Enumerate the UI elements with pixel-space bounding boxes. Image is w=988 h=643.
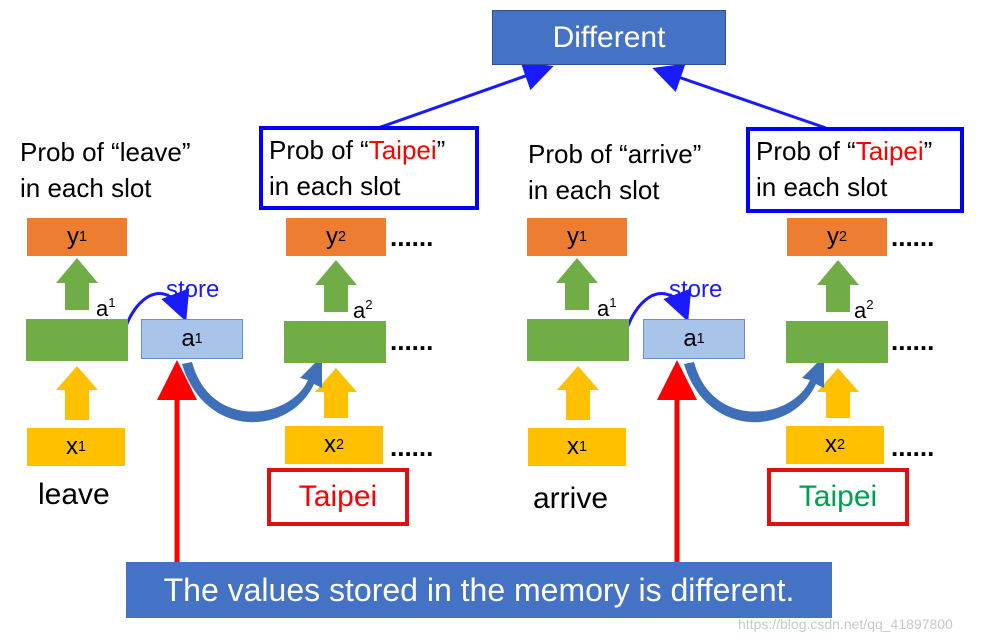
a2-label-right: a2	[854, 296, 874, 323]
prob-arrive-label: Prob of “arrive” in each slot	[528, 139, 702, 205]
store-arrow-right	[626, 288, 692, 327]
dots-y-right: ......	[891, 222, 935, 252]
a1-label-right: a1	[597, 294, 617, 321]
yellow-up-arrow-right-2	[817, 368, 859, 418]
word-arrive: arrive	[533, 482, 609, 515]
dots-y-left: ......	[390, 222, 434, 252]
memory-caption-box: The values stored in the memory is diffe…	[126, 562, 832, 618]
green-up-arrow-left-1	[56, 258, 98, 310]
dots-x-right: ......	[891, 432, 935, 462]
store-label-right: store	[669, 276, 723, 303]
arrow-left-to-different	[377, 61, 554, 130]
yellow-up-arrow-left-1	[56, 366, 98, 420]
a1-label-left: a1	[96, 294, 116, 321]
different-label: Different	[552, 20, 666, 54]
prob-taipei-box-left: Prob of “Taipei” in each slot	[259, 126, 479, 210]
memory-to-hidden-arrow-right	[684, 356, 824, 423]
green-up-arrow-right-2	[817, 260, 859, 312]
prob-taipei-box-right: Prob of “Taipei” in each slot	[746, 127, 964, 213]
arrow-right-to-different	[652, 63, 827, 130]
dots-x-left: ......	[390, 432, 434, 462]
a2-label-left: a2	[353, 296, 373, 323]
yellow-up-arrow-left-2	[315, 368, 357, 418]
yellow-up-arrow-right-1	[557, 366, 599, 420]
store-arrow-left	[124, 288, 190, 327]
different-box: Different	[492, 10, 726, 65]
word-taipei-box-right: Taipei	[767, 468, 909, 526]
hidden-layer-2-right	[786, 321, 888, 363]
green-up-arrow-left-2	[315, 260, 357, 312]
hidden-layer-1-right	[527, 319, 629, 361]
green-up-arrow-right-1	[556, 258, 598, 310]
watermark: https://blog.csdn.net/qq_41897800	[738, 616, 953, 632]
prob-leave-label: Prob of “leave” in each slot	[20, 137, 191, 203]
word-taipei-box-left: Taipei	[267, 468, 409, 526]
word-leave: leave	[38, 478, 110, 511]
store-label-left: store	[166, 276, 220, 303]
memory-caption: The values stored in the memory is diffe…	[163, 571, 795, 608]
dots-hidden-left: ......	[390, 326, 434, 356]
dots-hidden-right: ......	[891, 326, 935, 356]
hidden-layer-2-left	[284, 321, 386, 363]
hidden-layer-1-left	[26, 319, 128, 361]
memory-to-hidden-arrow-left	[182, 356, 322, 423]
